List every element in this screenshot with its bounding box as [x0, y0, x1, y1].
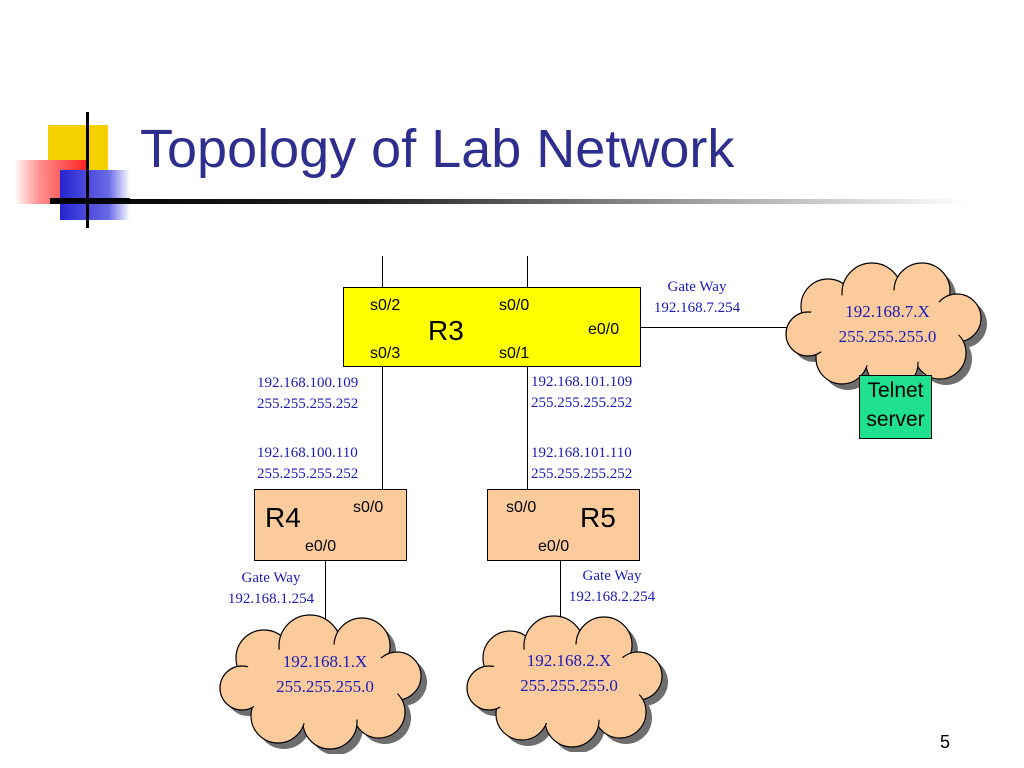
r5-gateway-label: Gate Way	[582, 568, 642, 584]
r5-e0-0-lan-line	[560, 560, 561, 630]
r3-gateway: Gate Way 192.168.7.254	[644, 277, 750, 319]
lan-cloud-192-168-7: 192.168.7.X 255.255.255.0	[780, 258, 995, 395]
r3-e0-0-lan-line	[640, 327, 792, 328]
r4-name: R4	[265, 502, 301, 533]
router-r4: R4 s0/0 e0/0	[254, 489, 407, 561]
r5-gateway: Gate Way 192.168.2.254	[562, 566, 662, 608]
r4-port-e0-0: e0/0	[305, 538, 337, 555]
r5-s0-0-mask: 255.255.255.252	[531, 466, 633, 482]
r4-port-s0-0: s0/0	[353, 499, 384, 516]
r5-port-e0-0: e0/0	[538, 538, 570, 555]
cloud-text-192-168-7: 192.168.7.X 255.255.255.0	[780, 299, 995, 349]
title-underline	[50, 199, 970, 204]
network-address: 192.168.7.X	[845, 302, 930, 321]
page-number: 5	[940, 732, 951, 752]
r3-gateway-label: Gate Way	[667, 279, 727, 295]
r4-gateway-ip: 192.168.1.254	[227, 591, 315, 607]
network-mask: 255.255.255.0	[520, 676, 618, 695]
router-r3: s0/2 s0/0 R3 e0/0 s0/3 s0/1	[343, 287, 641, 367]
r3-s0-1-mask: 255.255.255.252	[531, 395, 633, 411]
r4-gateway: Gate Way 192.168.1.254	[217, 568, 325, 610]
cloud-shape	[785, 262, 987, 395]
r5-name: R5	[580, 502, 616, 533]
r3-gateway-ip: 192.168.7.254	[653, 300, 741, 316]
lan-cloud-192-168-1: 192.168.1.X 255.255.255.0	[214, 612, 436, 755]
telnet-server: Telnet server	[859, 375, 932, 439]
r3-s0-3-ip: 192.168.100.109	[257, 375, 359, 391]
cloud-text-192-168-1: 192.168.1.X 255.255.255.0	[214, 649, 436, 699]
r3-port-s0-3: s0/3	[370, 345, 401, 362]
network-address: 192.168.1.X	[282, 652, 368, 671]
router-r5: s0/0 R5 e0/0	[487, 489, 640, 561]
r3-s0-3-address: 192.168.100.109 255.255.255.252	[257, 373, 358, 415]
r3-name: R3	[428, 315, 464, 346]
r4-e0-0-lan-line	[325, 560, 326, 630]
lan-cloud-192-168-2: 192.168.2.X 255.255.255.0	[462, 612, 676, 753]
telnet-server-line2: server	[866, 408, 925, 431]
r3-s0-0-uplink-line	[527, 256, 528, 288]
r5-port-s0-0: s0/0	[506, 499, 537, 516]
r3-port-e0-0: e0/0	[588, 321, 620, 338]
r3-s0-1-ip: 192.168.101.109	[531, 374, 633, 390]
cloud-shape	[466, 615, 668, 753]
r4-s0-0-mask: 255.255.255.252	[257, 466, 359, 482]
r3-r5-link-line	[527, 366, 528, 490]
r4-s0-0-ip: 192.168.100.110	[257, 445, 358, 461]
r3-s0-3-mask: 255.255.255.252	[257, 396, 359, 412]
r4-gateway-label: Gate Way	[241, 570, 301, 586]
cloud-text-192-168-2: 192.168.2.X 255.255.255.0	[462, 648, 676, 698]
r3-s0-2-uplink-line	[382, 256, 383, 288]
slide-title: Topology of Lab Network	[140, 119, 735, 179]
network-mask: 255.255.255.0	[838, 327, 937, 346]
r5-s0-0-ip: 192.168.101.110	[531, 445, 632, 461]
title-deco-blue-bar	[60, 170, 130, 220]
r3-r4-link-line	[382, 366, 383, 490]
telnet-server-line1: Telnet	[867, 379, 924, 402]
r5-gateway-ip: 192.168.2.254	[568, 589, 656, 605]
title-deco-vertical-line	[86, 112, 89, 228]
title-deco-horizontal-line	[50, 198, 130, 201]
network-address: 192.168.2.X	[526, 651, 612, 670]
r3-port-s0-0: s0/0	[499, 297, 530, 314]
r3-s0-1-address: 192.168.101.109 255.255.255.252	[531, 372, 632, 414]
r4-s0-0-address: 192.168.100.110 255.255.255.252	[257, 443, 358, 485]
network-mask: 255.255.255.0	[276, 677, 374, 696]
r3-port-s0-1: s0/1	[499, 345, 530, 362]
r5-s0-0-address: 192.168.101.110 255.255.255.252	[531, 443, 632, 485]
r3-port-s0-2: s0/2	[370, 297, 401, 314]
cloud-shape	[219, 614, 427, 755]
